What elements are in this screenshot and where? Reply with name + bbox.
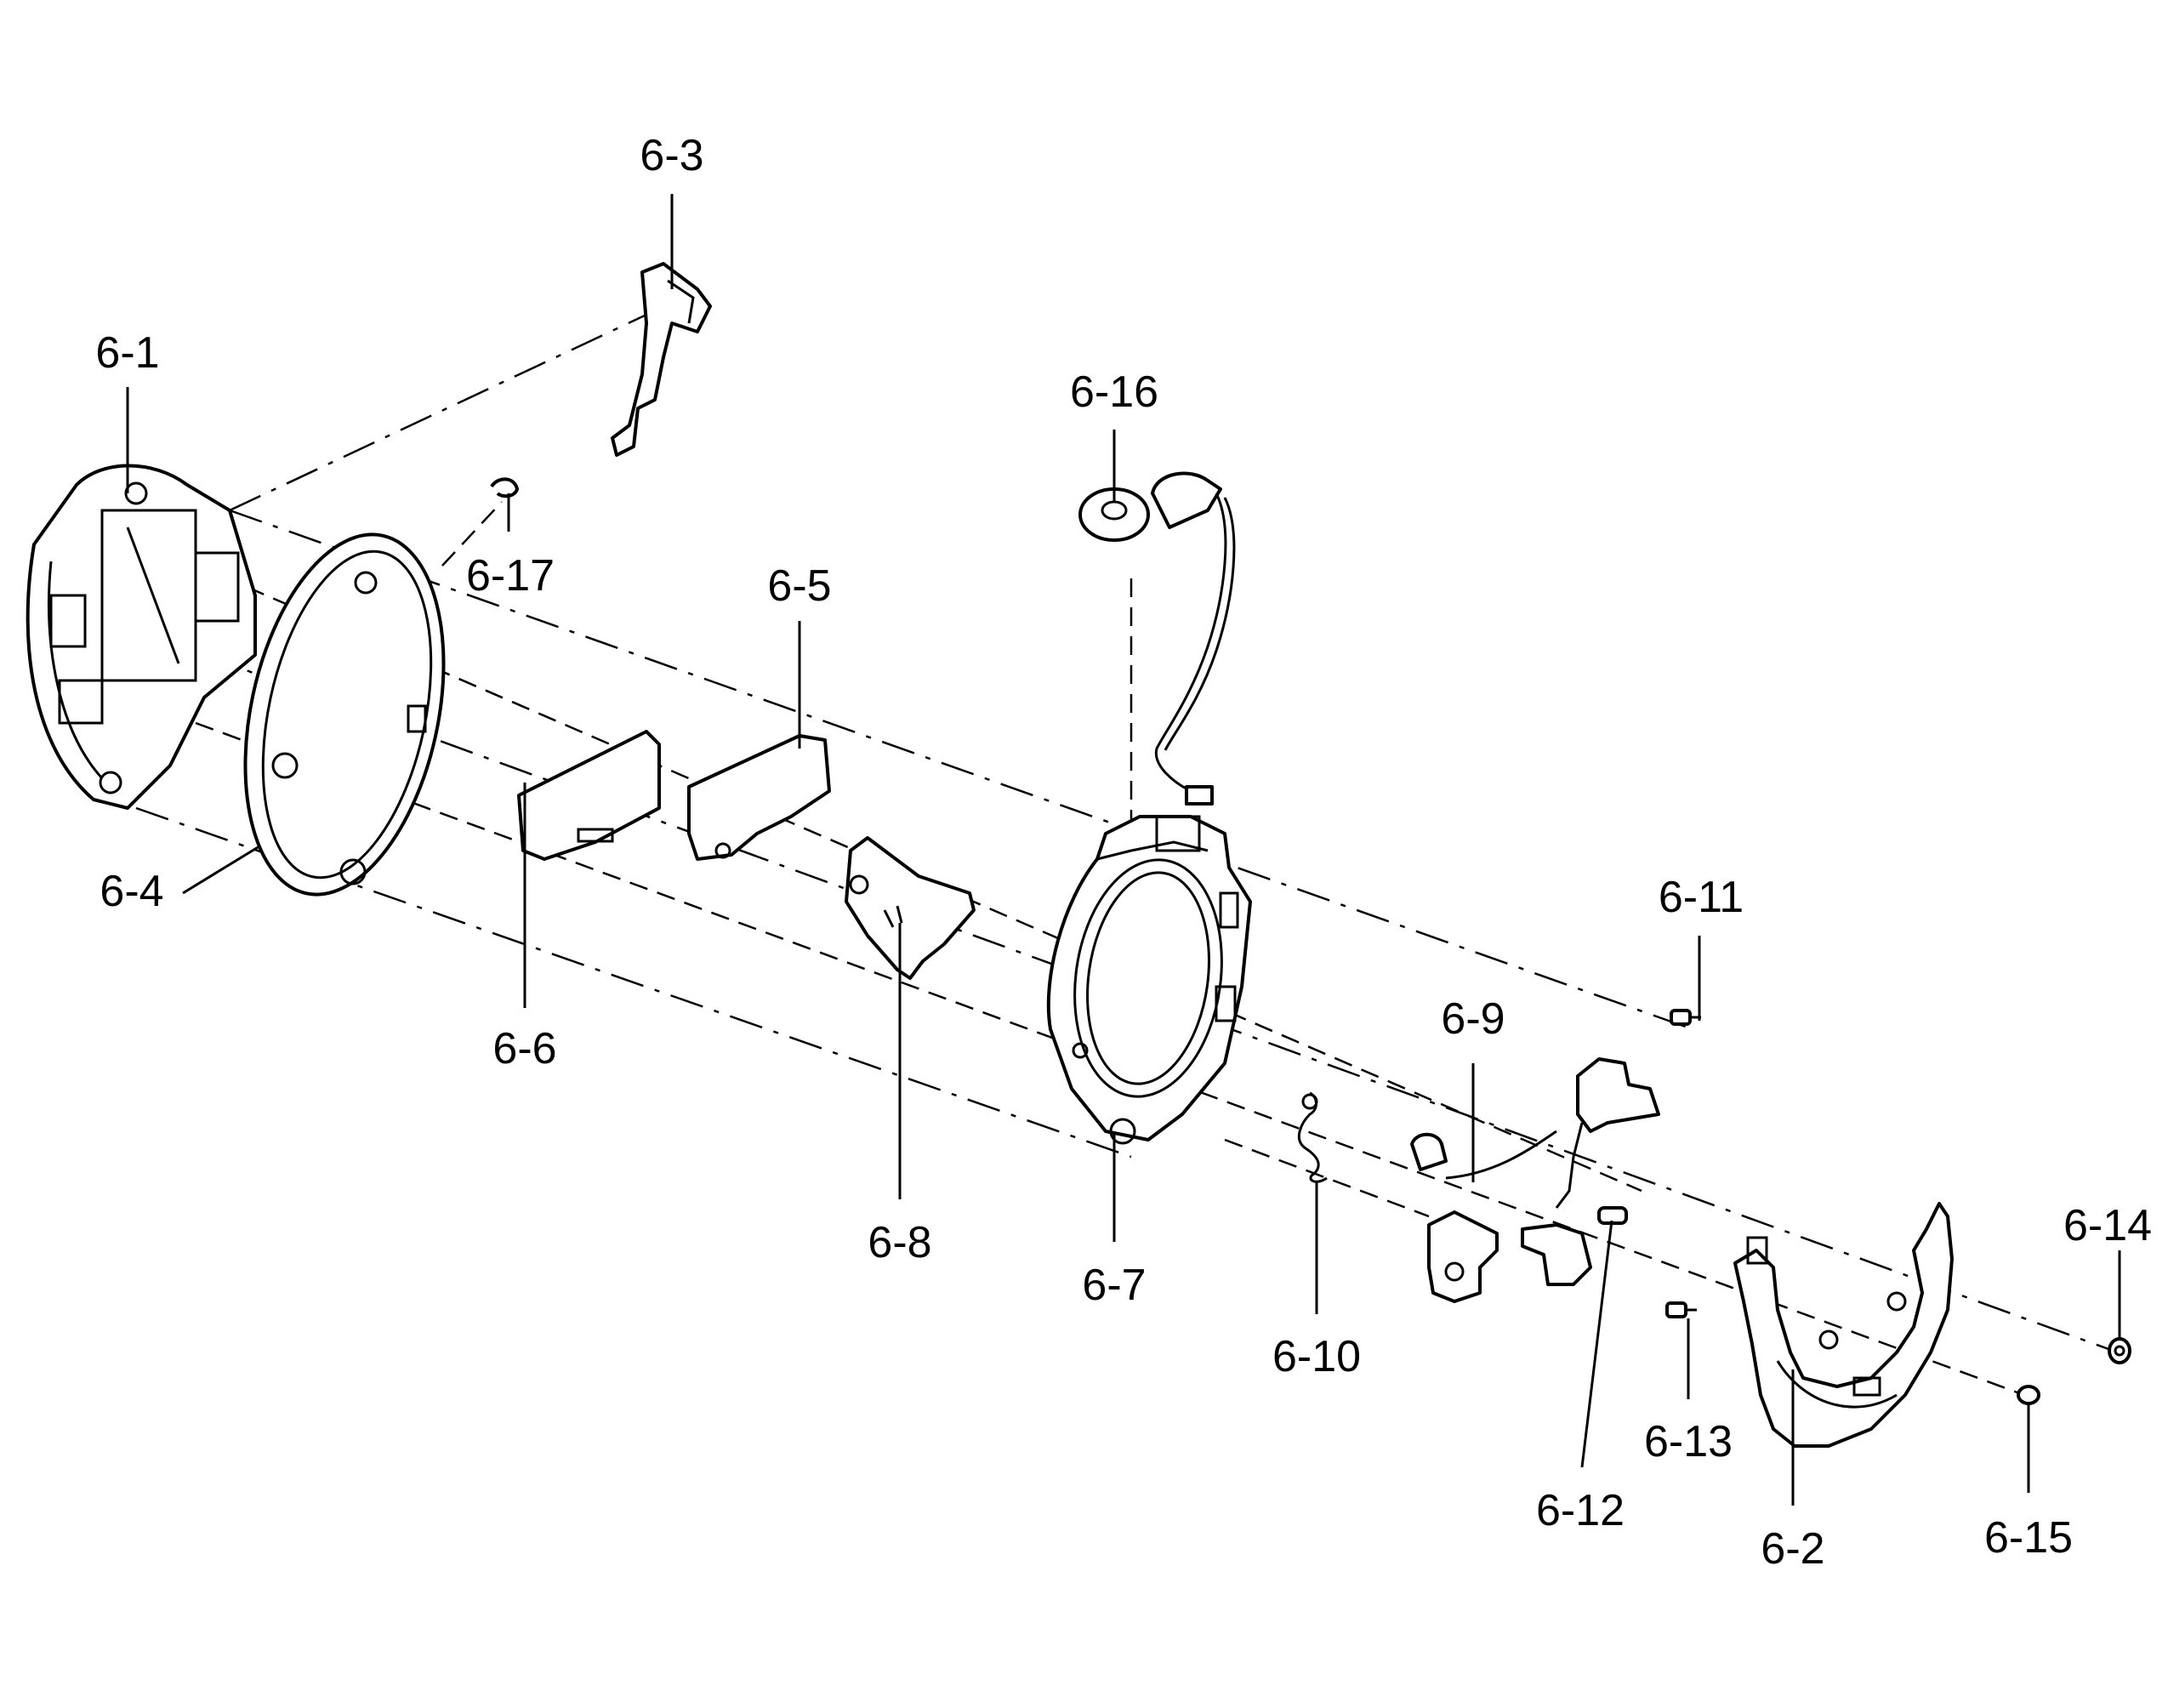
part-6-2-rear-bracket: [1733, 1202, 1954, 1448]
label-6-14: 6-14: [2063, 1201, 2152, 1250]
label-6-7: 6-7: [1082, 1261, 1146, 1310]
part-6-6-plate: [517, 730, 661, 861]
label-6-8: 6-8: [868, 1218, 931, 1267]
part-6-14-nut: [2108, 1337, 2131, 1364]
part-6-7-frame: [1046, 815, 1252, 1145]
part-6-4-ring: [243, 532, 446, 897]
label-6-13: 6-13: [1644, 1417, 1733, 1466]
label-6-4: 6-4: [100, 867, 163, 916]
label-6-17: 6-17: [466, 551, 555, 601]
callout-labels: 6-3 6-1 6-16 6-17 6-5 6-4 6-6 6-11 6-9 6…: [95, 131, 2152, 1574]
part-6-15-screw: [2017, 1385, 2040, 1405]
part-6-1-front-cover: [26, 464, 257, 810]
part-6-9-bracket: [1410, 1057, 1660, 1303]
label-6-5: 6-5: [767, 561, 831, 611]
label-6-3: 6-3: [640, 131, 703, 180]
part-6-3-lever: [611, 262, 712, 457]
part-6-11-screw: [1670, 1009, 1701, 1026]
label-6-1: 6-1: [95, 328, 159, 378]
part-6-13-screw: [1665, 1301, 1697, 1318]
part-6-17-clip: [490, 477, 519, 498]
leader-lines: [126, 194, 2121, 1506]
label-6-12: 6-12: [1536, 1486, 1625, 1535]
part-6-16-coil: [1078, 471, 1236, 806]
part-6-5-plate: [687, 734, 831, 861]
label-6-6: 6-6: [492, 1024, 556, 1073]
label-6-11: 6-11: [1659, 873, 1744, 922]
label-6-16: 6-16: [1070, 367, 1158, 417]
label-6-15: 6-15: [1984, 1513, 2073, 1563]
label-6-9: 6-9: [1441, 994, 1505, 1044]
part-6-10-spring: [1297, 1091, 1328, 1183]
label-6-2: 6-2: [1761, 1524, 1824, 1574]
part-6-8-bracket: [845, 836, 976, 980]
label-6-10: 6-10: [1272, 1332, 1361, 1381]
